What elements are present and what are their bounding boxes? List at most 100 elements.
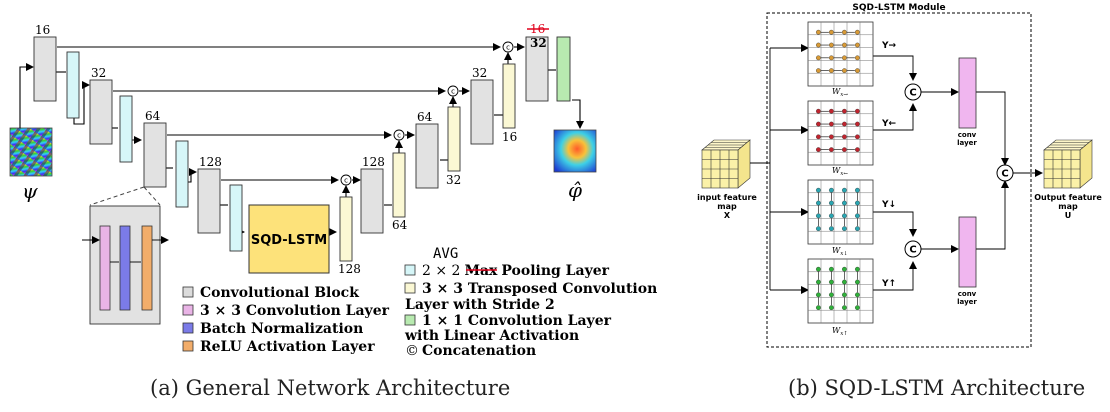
lstm-cell-dot — [842, 42, 847, 48]
output-label-3: U — [1065, 211, 1072, 220]
legend-avg: AVG — [433, 246, 458, 262]
lstm-cell-dot — [816, 108, 821, 114]
lstm-cell-dot — [829, 42, 834, 48]
lstm-grid-3 — [807, 179, 874, 245]
phi-hat-symbol: φ̂ — [568, 178, 582, 202]
lstm-cell-dot — [842, 68, 847, 74]
lstm-cell-dot — [855, 305, 860, 311]
lstm-cell-dot — [855, 29, 860, 35]
lstm-cell-dot — [855, 292, 860, 298]
lstm-cell-dot — [816, 55, 821, 61]
lstm-cell-dot — [816, 147, 821, 153]
w-label-4: Wx↑ — [832, 326, 848, 337]
sqd-lstm-box — [248, 204, 330, 274]
legend-concat-symbol: © — [405, 343, 419, 359]
w-label-1: Wx→ — [832, 87, 848, 98]
lstm-cell-dot — [855, 134, 860, 140]
lstm-cell-dot — [816, 134, 821, 140]
caption-sqd: (b) SQD-LSTM Architecture — [788, 376, 1086, 400]
lstm-cell-dot — [816, 213, 821, 219]
legend-tconv-2: Layer with Stride 2 — [405, 297, 555, 313]
lstm-cell-dot — [816, 292, 821, 298]
concat-r-3 — [996, 164, 1014, 182]
concat-node-3 — [447, 85, 459, 97]
lstm-cell-dot — [842, 200, 847, 206]
concat-r-1 — [904, 83, 922, 101]
legend-pool-suffix: Pooling Layer — [501, 263, 609, 279]
input-cube — [701, 139, 751, 189]
y-label-right: Y→ — [881, 41, 897, 51]
conv-block-3 — [143, 122, 167, 188]
lstm-cell-dot — [829, 226, 834, 232]
lstm-cell-dot — [829, 108, 834, 114]
y-label-up: Y↑ — [881, 279, 896, 289]
y-label-left: Y← — [881, 119, 897, 129]
concat-r-2 — [904, 240, 922, 258]
lstm-cell-dot — [842, 226, 847, 232]
output-image — [553, 129, 597, 173]
lstm-cell-dot — [816, 200, 821, 206]
lstm-grid-1 — [807, 21, 874, 87]
input-label-1: input feature — [697, 193, 757, 202]
lstm-cell-dot — [829, 279, 834, 285]
lstm-cell-dot — [829, 200, 834, 206]
legend-left: Convolutional Block 3 × 3 Convolution La… — [182, 285, 390, 355]
output-label-1: Output feature — [1034, 193, 1102, 202]
w-label-3: Wx↓ — [832, 246, 848, 257]
lstm-cell-dot — [855, 213, 860, 219]
lstm-cell-dot — [855, 55, 860, 61]
lstm-cell-dot — [855, 42, 860, 48]
tconv-layer-2 — [392, 152, 406, 218]
legend-tconv-1: 3 × 3 Transposed Convolution — [422, 281, 657, 297]
legend-conv1-1: 1 × 1 Convolution Layer — [422, 313, 612, 329]
lstm-cell-dot — [829, 187, 834, 193]
conv-block-7 — [470, 79, 494, 145]
conv1x1-layer — [556, 36, 571, 102]
lstm-cell-dot — [829, 292, 834, 298]
lstm-cell-dot — [816, 226, 821, 232]
lstm-cell-dot — [829, 213, 834, 219]
channel-label-64: 64 — [145, 109, 161, 123]
lstm-cell-dot — [829, 134, 834, 140]
lstm-cell-dot — [842, 29, 847, 35]
channel-label-32-new: 32 — [530, 36, 547, 50]
conv-block-1 — [33, 36, 57, 102]
conv-block-5 — [360, 168, 384, 234]
input-image — [9, 127, 53, 177]
lstm-cell-dot — [842, 187, 847, 193]
tconv-layer-3 — [447, 106, 461, 172]
y-label-down: Y↓ — [881, 200, 896, 210]
tconv-layer-4 — [502, 63, 516, 129]
lstm-cell-dot — [816, 29, 821, 35]
legend-conv3x3: 3 × 3 Convolution Layer — [200, 303, 390, 319]
general-network: SQD-LSTM c c c c 16 32 64 128 128 64 32 … — [9, 22, 657, 359]
sqd-lstm-module: SQD-LSTM Module input feature map X Outp… — [697, 3, 1102, 348]
concat-r-symbol-1: C — [909, 88, 916, 99]
concat-symbol-1: c — [344, 177, 348, 185]
channel-label-32-up: 32 — [472, 66, 487, 80]
lstm-cell-dot — [842, 213, 847, 219]
concat-symbol-3: c — [451, 88, 455, 96]
lstm-cell-dot — [842, 279, 847, 285]
lstm-cell-dot — [855, 108, 860, 114]
conv-label-top-2: layer — [957, 139, 977, 147]
lstm-cell-dot — [829, 29, 834, 35]
channel-label-64-t: 64 — [392, 218, 408, 232]
lstm-grids — [807, 21, 874, 324]
lstm-cell-dot — [816, 187, 821, 193]
concat-symbol-4: c — [506, 44, 510, 52]
legend-conv1-2: with Linear Activation — [404, 328, 579, 344]
lstm-cell-dot — [842, 121, 847, 127]
conv-label-bottom-1: conv — [958, 290, 977, 298]
legend-batchnorm: Batch Normalization — [200, 321, 363, 337]
concat-node-2 — [393, 129, 405, 141]
conv-layer-bottom — [958, 216, 977, 288]
channel-label-16: 16 — [35, 23, 50, 37]
output-cube — [1043, 139, 1093, 189]
lstm-cell-dot — [855, 68, 860, 74]
pool-layer-4 — [229, 184, 243, 252]
lstm-cell-dot — [842, 266, 847, 272]
